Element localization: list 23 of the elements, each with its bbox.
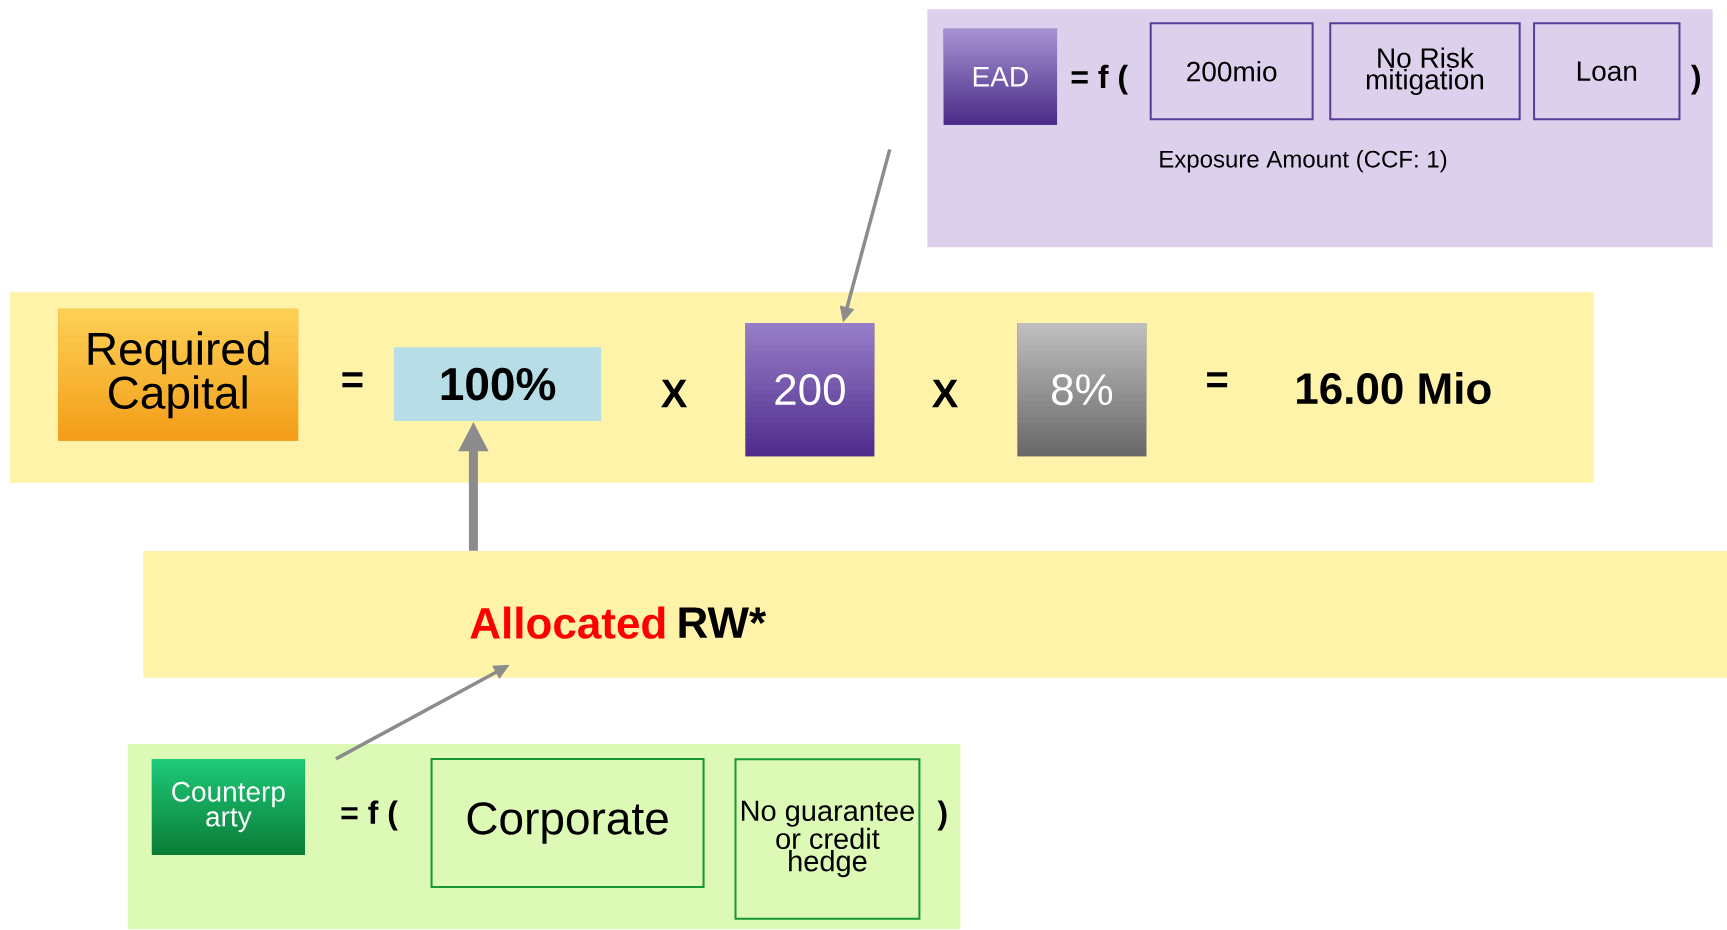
label-text: RW*: [679, 607, 767, 638]
operator-text: ): [1690, 64, 1700, 95]
variable-box: Counterp arty: [151, 759, 305, 855]
result-text: 16.00 Mio: [1297, 371, 1491, 405]
operator-text: X: [932, 379, 958, 408]
operator-text: X: [661, 379, 688, 408]
result-box: Required Capital: [58, 308, 299, 441]
parameter-box: No Risk mitigation: [1329, 22, 1521, 121]
parameter-box: Corporate: [430, 758, 705, 888]
operator-text: =: [342, 372, 363, 388]
operator-text: =: [1207, 372, 1228, 388]
value-box: 200: [745, 323, 875, 457]
caption-text: Exposure Amount (CCF: 1): [1160, 150, 1447, 173]
parameter-box: Loan: [1533, 22, 1681, 121]
label-text: Allocated: [470, 606, 665, 639]
value-box: 8%: [1017, 323, 1147, 457]
operator-text: ): [937, 800, 947, 831]
operator-text: = f (: [341, 800, 398, 831]
value-box: 100%: [394, 347, 602, 422]
parameter-box: No guarantee or credit hedge: [734, 758, 921, 920]
operator-text: = f (: [1071, 64, 1129, 95]
variable-box: EAD: [943, 28, 1058, 125]
parameter-box: 200mio: [1149, 22, 1314, 121]
